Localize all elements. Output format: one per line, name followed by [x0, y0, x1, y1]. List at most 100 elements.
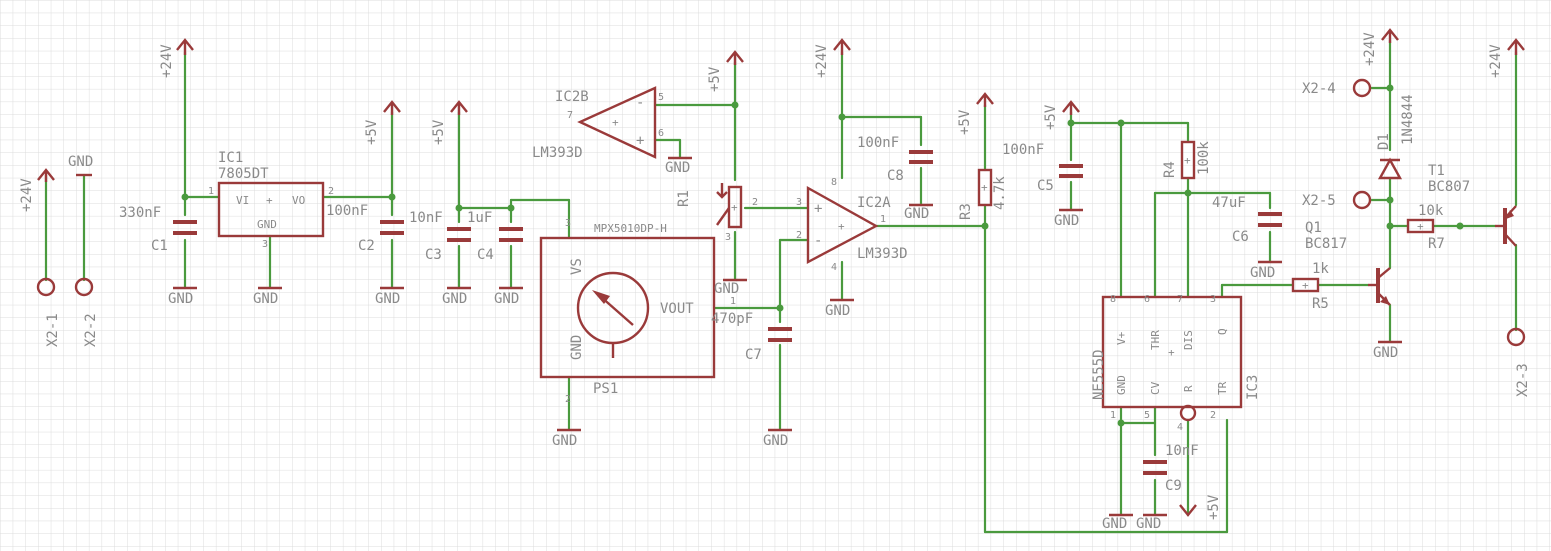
c6-gnd-label: GND	[1250, 265, 1275, 281]
q1-label: Q1	[1305, 220, 1322, 236]
ps1-vs: VS	[569, 258, 585, 275]
ic1-origin: +	[266, 194, 273, 207]
r1-5v-label: +5V	[707, 66, 723, 92]
ic2a-pin2: 2	[796, 230, 802, 241]
ic2a-origin: +	[838, 220, 845, 233]
r7-origin: +	[1417, 220, 1424, 233]
r1-origin: +	[731, 201, 738, 214]
c1-value: 330nF	[119, 205, 161, 221]
ic1-vo: VO	[292, 194, 305, 207]
ic3-pin3: 3	[1210, 294, 1216, 305]
ic2a-minus: -	[814, 233, 822, 249]
ic1-vi: VI	[236, 194, 249, 207]
ic2b-value: LM393D	[532, 145, 583, 161]
ic3-label: IC3	[1245, 375, 1261, 400]
c3-value: 10nF	[409, 210, 443, 226]
ic2a-pin8: 8	[831, 177, 837, 188]
c8-value: 100nF	[857, 135, 899, 151]
c3-gnd-label: GND	[442, 291, 467, 307]
x2-5-label: X2-5	[1302, 193, 1336, 209]
c5-gnd-label: GND	[1054, 213, 1079, 229]
r1-gnd-label: GND	[714, 281, 739, 297]
d1-value: 1N4844	[1400, 94, 1416, 145]
ic2b-plus: +	[636, 133, 644, 149]
ic2a-value: LM393D	[857, 246, 908, 262]
c4-value: 1uF	[467, 210, 492, 226]
junctions	[181, 84, 1464, 427]
c4-label: C4	[477, 247, 494, 263]
ic2b-origin: +	[612, 116, 619, 129]
q1-value: BC817	[1305, 236, 1347, 252]
c9-label: C9	[1165, 478, 1182, 494]
r5-value: 1k	[1312, 261, 1329, 277]
ic3-ne555-body	[1101, 295, 1243, 409]
ic2a-gnd-label: GND	[825, 303, 850, 319]
capacitors	[173, 150, 1282, 475]
ic2a-pin1: 1	[880, 214, 886, 225]
c1-gnd-label: GND	[168, 291, 193, 307]
ic1-pin1: 1	[208, 186, 214, 197]
ic3-origin: +	[1168, 346, 1175, 359]
r4-origin: +	[1184, 154, 1191, 167]
ps1-pin1: 1	[730, 296, 736, 307]
c9-gnd-label: GND	[1136, 516, 1161, 532]
r3-label: R3	[958, 203, 974, 220]
conn-24v-label: +24V	[19, 178, 35, 212]
c6-value: 47uF	[1212, 195, 1246, 211]
ic2a-24v-label: +24V	[814, 44, 830, 78]
c5-5v-label: +5V	[1043, 104, 1059, 130]
ic3-thr: THR	[1149, 330, 1162, 350]
ic2a-pin4: 4	[831, 262, 837, 273]
q1-transistor	[1368, 267, 1391, 306]
d1-label: D1	[1376, 133, 1392, 150]
t1-24v-label: +24V	[1488, 44, 1504, 78]
power-symbols	[37, 28, 1525, 517]
ic3-r: R	[1182, 385, 1195, 392]
c5-value: 100nF	[1002, 142, 1044, 158]
ic2b-gnd-label: GND	[665, 160, 690, 176]
ps1-pin3: 3	[565, 218, 571, 229]
ic2a-comparator	[806, 185, 879, 264]
c9-5v-label: +5V	[1206, 494, 1222, 520]
ic3-pin1: 1	[1110, 410, 1116, 421]
r3-5v-label: +5V	[957, 109, 973, 135]
x2-2-label: X2-2	[83, 313, 99, 347]
x2-3-label: X2-3	[1515, 363, 1531, 397]
r3-origin: +	[981, 181, 988, 194]
ps1-label: PS1	[593, 381, 618, 397]
c7-gnd-label: GND	[763, 433, 788, 449]
r5-origin: +	[1302, 279, 1309, 292]
r7-value: 10k	[1418, 203, 1444, 219]
ic3-gnd: GND	[1115, 375, 1128, 395]
c2-gnd-label: GND	[375, 291, 400, 307]
r3-value: 4.7k	[992, 176, 1008, 210]
ps1-gnd-label: GND	[552, 433, 577, 449]
ic1-gnd-label: GND	[253, 291, 278, 307]
t1-label: T1	[1428, 163, 1445, 179]
ic3-value: NE555D	[1091, 349, 1107, 400]
ic1-pin3: 3	[262, 239, 268, 250]
c4-gnd-label: GND	[494, 291, 519, 307]
ic3-pin7: 7	[1177, 294, 1183, 305]
ic3-cv: CV	[1149, 381, 1162, 395]
c2-value: 100nF	[326, 203, 368, 219]
t1-value: BC807	[1428, 179, 1470, 195]
c1-label: C1	[151, 238, 168, 254]
ic2b-comparator	[577, 86, 657, 159]
r4-value: 100k	[1196, 141, 1212, 175]
ic2b-minus: -	[636, 95, 644, 111]
d1-diode	[1377, 157, 1403, 180]
r4-label: R4	[1162, 161, 1178, 178]
ic2a-pin3: 3	[796, 197, 802, 208]
c6-label: C6	[1232, 229, 1249, 245]
ic2b-pin6: 6	[658, 128, 664, 139]
ic1-pin2: 2	[328, 186, 334, 197]
t1-transistor	[1495, 205, 1517, 247]
ic3-pin8: 8	[1110, 294, 1116, 305]
ic3-pin2: 2	[1210, 410, 1216, 421]
c5-label: C5	[1037, 178, 1054, 194]
ic2a-plus: +	[814, 201, 822, 217]
ps1-gnd: GND	[569, 335, 585, 360]
ic2b-label: IC2B	[555, 89, 589, 105]
